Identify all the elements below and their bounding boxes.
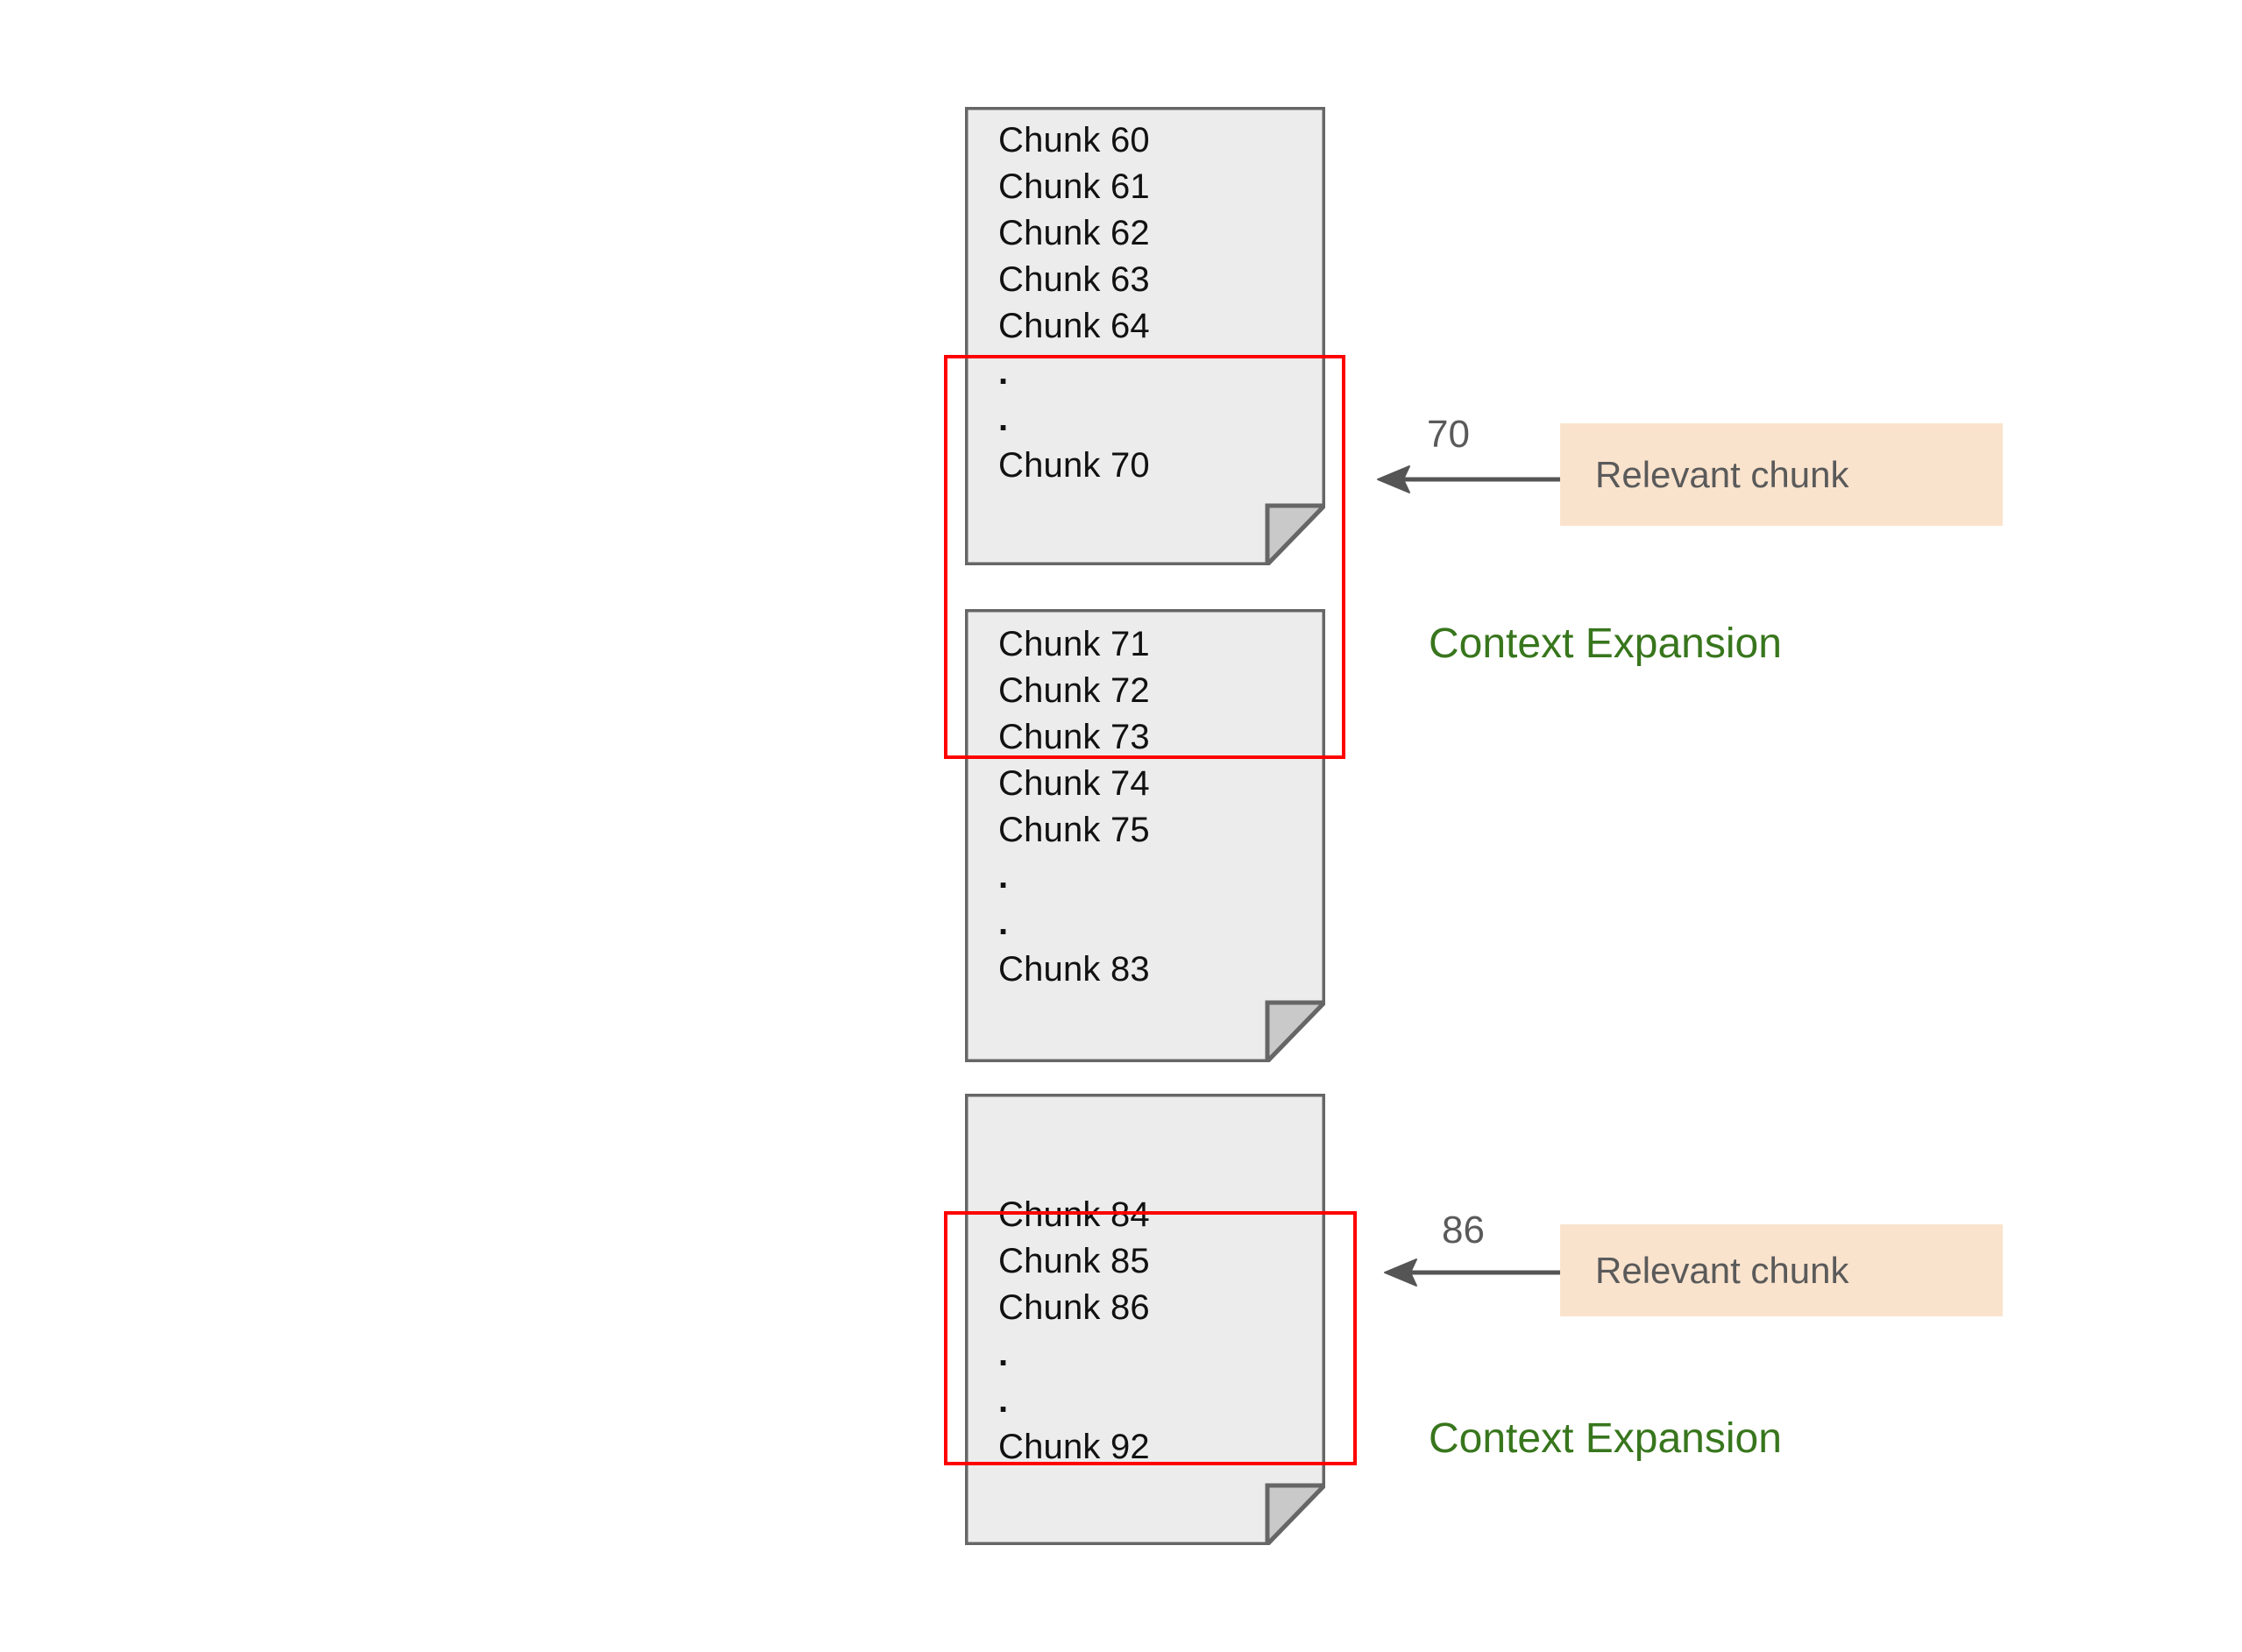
chunk-line: Chunk 85 xyxy=(998,1242,1150,1280)
document-middle-lines: Chunk 71 Chunk 72 Chunk 73 Chunk 74 Chun… xyxy=(965,609,1325,1062)
chunk-line: Chunk 64 xyxy=(998,307,1150,345)
chunk-line: Chunk 62 xyxy=(998,214,1150,252)
chunk-ellipsis-dot: . xyxy=(998,1335,1009,1373)
context-expansion-note-top: Context Expansion xyxy=(1429,620,1782,667)
relevant-chunk-callout-bottom-label: Relevant chunk xyxy=(1595,1249,1849,1291)
chunk-line: Chunk 92 xyxy=(998,1428,1150,1466)
document-bottom: Chunk 84 Chunk 85 Chunk 86 . . Chunk 92 xyxy=(965,1094,1325,1545)
document-top: Chunk 60 Chunk 61 Chunk 62 Chunk 63 Chun… xyxy=(965,107,1325,565)
chunk-ellipsis-dot: . xyxy=(998,353,1009,392)
chunk-line: Chunk 75 xyxy=(998,811,1150,849)
chunk-line: Chunk 83 xyxy=(998,950,1150,989)
chunk-line: Chunk 84 xyxy=(998,1195,1150,1234)
chunk-line: Chunk 63 xyxy=(998,260,1150,299)
chunk-line: Chunk 73 xyxy=(998,718,1150,756)
chunk-line: Chunk 71 xyxy=(998,625,1150,663)
relevant-chunk-arrow-top xyxy=(1377,465,1564,493)
context-expansion-note-bottom: Context Expansion xyxy=(1429,1415,1782,1462)
chunk-ellipsis-dot: . xyxy=(998,1381,1009,1420)
chunk-ellipsis-dot: . xyxy=(998,400,1009,438)
document-middle: Chunk 71 Chunk 72 Chunk 73 Chunk 74 Chun… xyxy=(965,609,1325,1062)
chunk-line: Chunk 60 xyxy=(998,121,1150,160)
document-page-shape xyxy=(965,107,1325,565)
relevant-chunk-callout-top-label: Relevant chunk xyxy=(1595,453,1849,495)
chunk-line: Chunk 61 xyxy=(998,167,1150,206)
relevant-chunk-arrow-bottom xyxy=(1384,1258,1563,1287)
chunk-line: Chunk 86 xyxy=(998,1288,1150,1327)
document-page-shape xyxy=(965,1094,1325,1545)
document-top-lines: Chunk 60 Chunk 61 Chunk 62 Chunk 63 Chun… xyxy=(965,107,1325,565)
document-page-shape xyxy=(965,609,1325,1062)
chunk-line: Chunk 74 xyxy=(998,764,1150,803)
chunk-line: Chunk 70 xyxy=(998,446,1150,485)
edge-label-top: 70 xyxy=(1427,413,1470,456)
edge-label-bottom: 86 xyxy=(1442,1209,1485,1251)
relevant-chunk-callout-top: Relevant chunk xyxy=(1560,423,2003,526)
chunk-ellipsis-dot: . xyxy=(998,904,1009,942)
relevant-chunk-callout-bottom: Relevant chunk xyxy=(1560,1224,2003,1316)
chunk-ellipsis-dot: . xyxy=(998,857,1009,896)
document-bottom-lines: Chunk 84 Chunk 85 Chunk 86 . . Chunk 92 xyxy=(965,1094,1325,1545)
chunk-line: Chunk 72 xyxy=(998,671,1150,710)
